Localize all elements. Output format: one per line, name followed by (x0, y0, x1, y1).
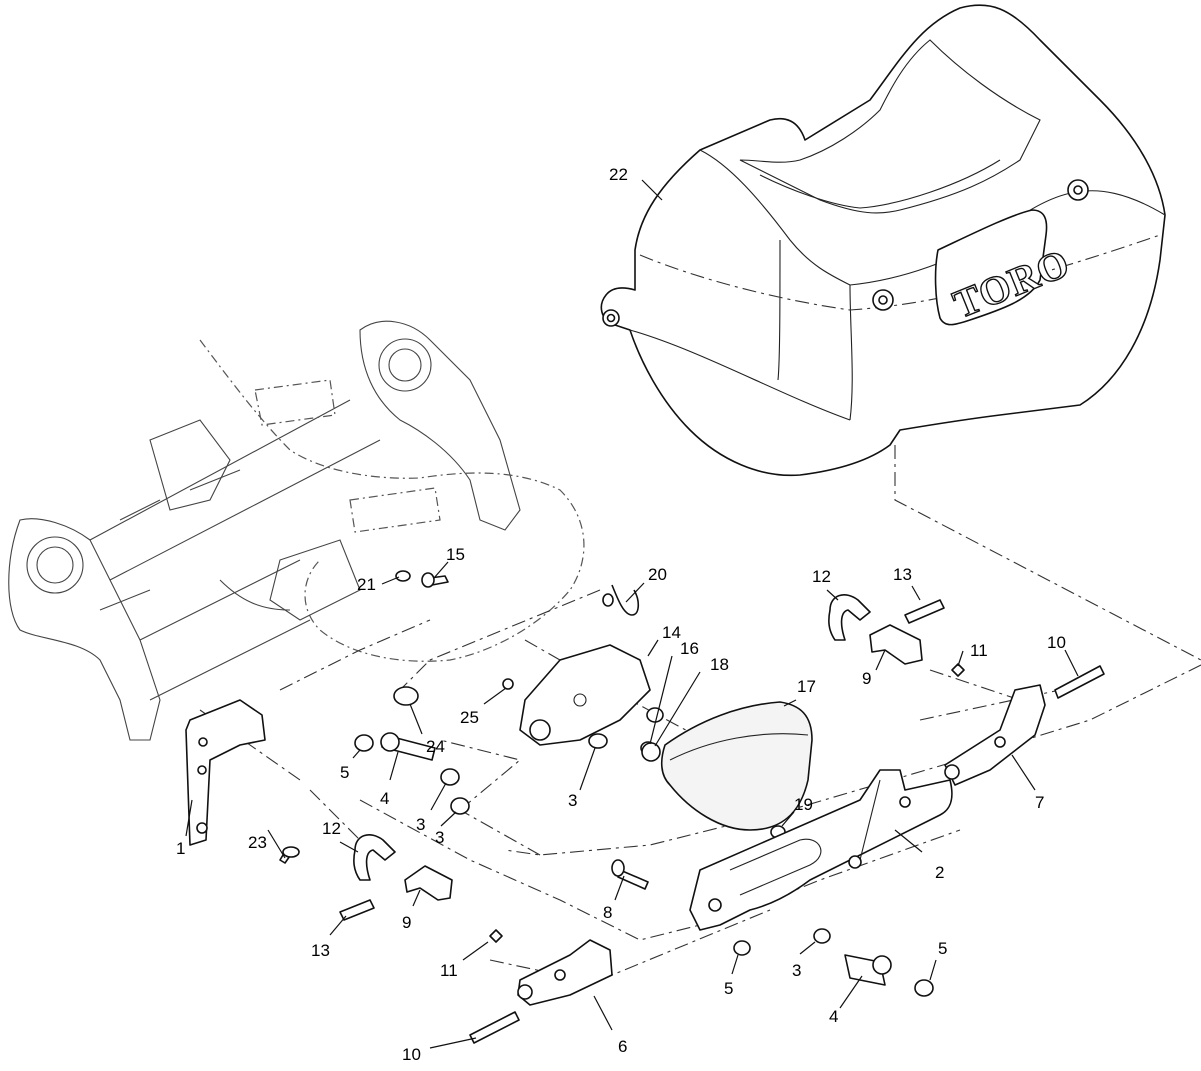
part-5-nut-lower-b (914, 979, 934, 997)
callout-9-lower: 9 (402, 913, 411, 932)
callout-5-lower-a: 5 (724, 979, 733, 998)
callout-16: 16 (680, 639, 699, 658)
part-1-bracket (185, 699, 266, 846)
callout-13-lower: 13 (311, 941, 330, 960)
part-12-clamp-lower (353, 834, 396, 881)
part-8-bolt (611, 859, 649, 890)
callout-3-upper-b: 3 (435, 828, 444, 847)
callout-4-upper: 4 (380, 789, 389, 808)
callout-1: 1 (176, 839, 185, 858)
part-21-nut (395, 570, 411, 582)
callout-24: 24 (426, 737, 445, 756)
callout-5-upper: 5 (340, 763, 349, 782)
callout-9-upper: 9 (862, 669, 871, 688)
callout-2: 2 (935, 863, 944, 882)
part-4-pin-lower (844, 954, 892, 986)
callout-4-lower: 4 (829, 1007, 838, 1026)
part-6-link (517, 939, 613, 1006)
part-10-pin-upper (1054, 665, 1105, 699)
part-12-clamp-upper (828, 594, 871, 641)
callout-7: 7 (1035, 793, 1044, 812)
callout-10-upper: 10 (1047, 633, 1066, 652)
part-17-cover (660, 701, 813, 831)
callout-3-upper-c: 3 (568, 791, 577, 810)
callout-21: 21 (357, 575, 376, 594)
callout-12-upper: 12 (812, 567, 831, 586)
callout-3-lower: 3 (792, 961, 801, 980)
callout-11-upper: 11 (970, 641, 988, 660)
callout-6: 6 (618, 1037, 627, 1056)
callout-25: 25 (460, 708, 479, 727)
part-25-nut (502, 678, 514, 690)
callout-19: 19 (794, 795, 813, 814)
callout-20: 20 (648, 565, 667, 584)
callout-11-lower: 11 (440, 961, 458, 980)
callout-12-lower: 12 (322, 819, 341, 838)
part-18-spacer (641, 742, 661, 762)
frame-ghost-reference (8, 320, 585, 741)
callout-23: 23 (248, 833, 267, 852)
callout-18: 18 (710, 655, 729, 674)
callout-17: 17 (797, 677, 816, 696)
part-5-nut-upper (354, 734, 374, 752)
callout-14: 14 (662, 623, 681, 642)
part-4-pin-upper (380, 732, 436, 761)
leader-lines (185, 179, 1079, 1049)
callout-22: 22 (609, 165, 628, 184)
part-3-bushing-lower (813, 928, 831, 944)
callout-13-upper: 13 (893, 565, 912, 584)
part-5-nut-lower-a (733, 940, 751, 956)
callout-15: 15 (446, 545, 465, 564)
part-13-pin-upper (904, 599, 945, 624)
part-9-lever-upper (869, 624, 923, 665)
part-11-ring-upper (951, 663, 965, 677)
part-10-pin-lower (469, 1011, 520, 1044)
part-14-mount-bracket (519, 644, 664, 746)
part-20-clamp (602, 584, 640, 616)
callout-5-lower-b: 5 (938, 939, 947, 958)
callout-labels: 22 15 20 21 14 16 18 17 12 13 11 10 9 7 … (176, 165, 1066, 1064)
callout-8: 8 (603, 903, 612, 922)
part-23-bolt (279, 846, 300, 864)
part-22-front-cover: TORO (600, 4, 1166, 477)
callout-3-upper-a: 3 (416, 815, 425, 834)
part-3-bushings-upper (440, 733, 608, 815)
part-7-link (944, 684, 1046, 786)
part-24-cap (393, 686, 419, 706)
part-15-bolt (421, 572, 449, 588)
callout-10-lower: 10 (402, 1045, 421, 1064)
part-2-carrier-frame (689, 769, 953, 931)
part-11-ring-lower (489, 929, 503, 943)
part-9-lever-lower (404, 865, 453, 901)
part-13-pin-lower (339, 899, 375, 921)
